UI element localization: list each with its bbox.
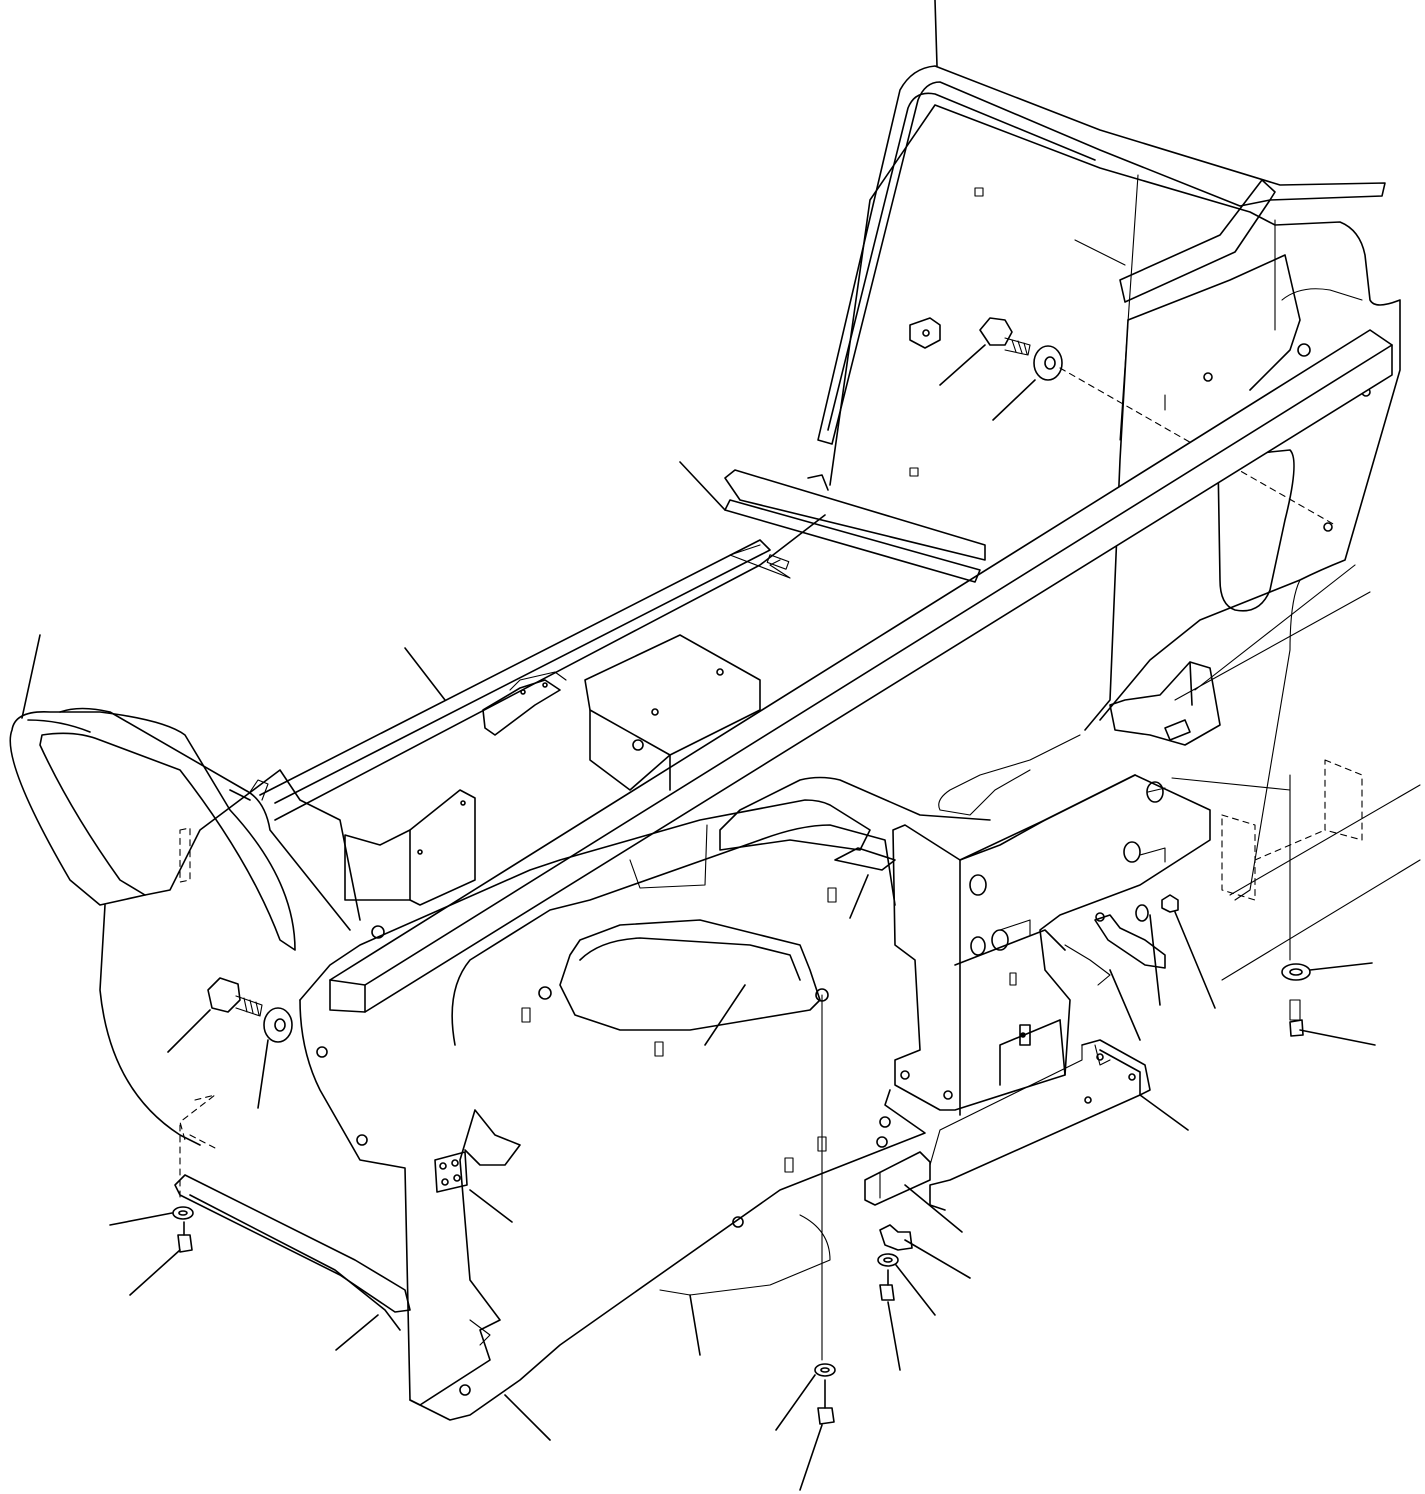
right-hidden-parts <box>1171 564 1421 981</box>
right-hardware <box>1064 894 1376 1046</box>
left-lower-hardware <box>109 1206 194 1296</box>
upper-bolt <box>939 317 1031 386</box>
floor-plate <box>299 776 991 1441</box>
center-lower-hardware <box>775 994 971 1491</box>
right-lower-channel <box>929 1039 1189 1211</box>
bottom-plate <box>174 1174 491 1351</box>
rops-left-rail <box>9 634 351 951</box>
top-cover-bracket <box>1074 179 1276 303</box>
rear-panel <box>829 104 1401 731</box>
left-side-panel <box>99 769 361 1149</box>
left-bracket-box <box>344 789 476 939</box>
left-side-rail <box>249 514 826 821</box>
left-bolt <box>167 977 263 1053</box>
middle-bracket <box>679 461 986 583</box>
front-cross-member <box>329 329 1393 1013</box>
floor-mount-box <box>584 544 791 791</box>
rops-upper-rail <box>817 0 1386 445</box>
right-mount-bracket <box>938 394 1221 816</box>
left-washer <box>179 1007 293 1201</box>
right-box-bracket <box>892 774 1211 1116</box>
